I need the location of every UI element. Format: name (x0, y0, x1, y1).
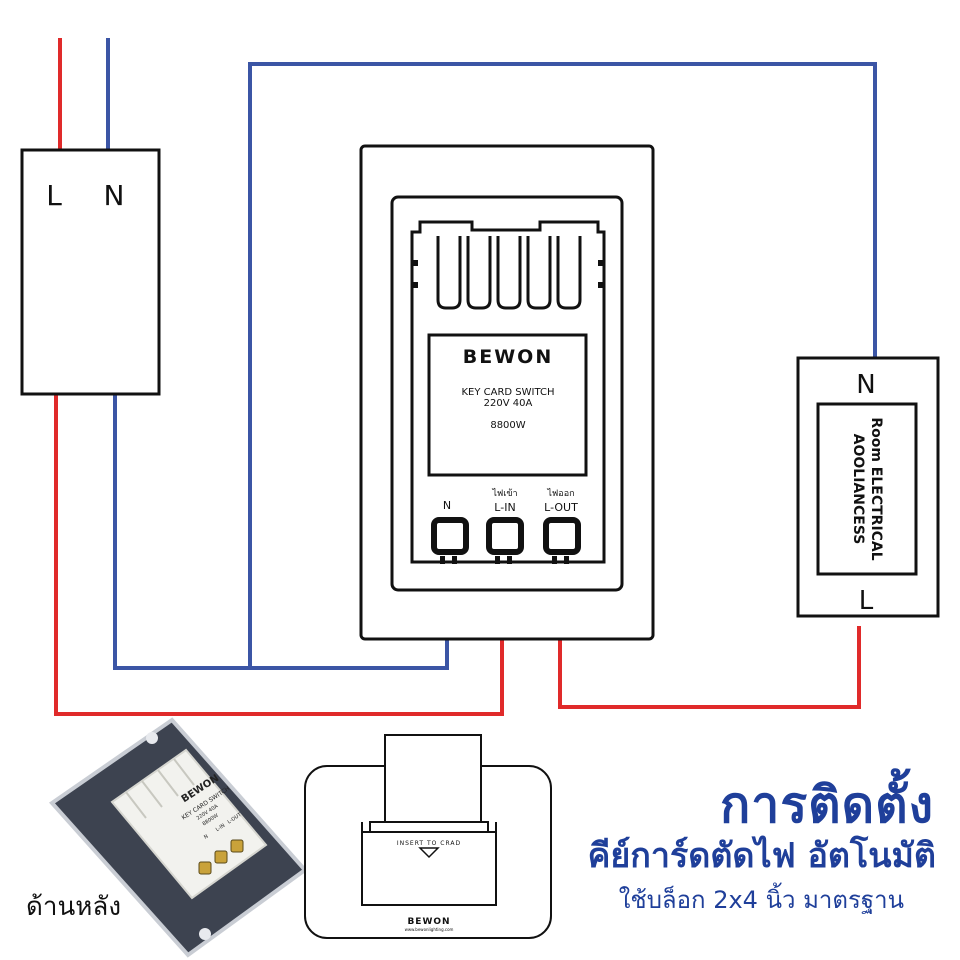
breaker-label-n: N (104, 179, 125, 212)
card-slot-url: www.bewonlighting.com (405, 927, 454, 932)
breaker-box (20, 148, 161, 396)
key-card-switch: BEWON KEY CARD SWITCH 220V 40A 8800W N ไ… (359, 144, 655, 641)
switch-power: 8800W (490, 420, 525, 431)
breaker: L N (20, 148, 161, 396)
switch-fins (436, 236, 582, 310)
terminal-lout-label: L-OUT (544, 501, 578, 514)
terminal-lin-label: L-IN (494, 501, 515, 514)
terminal-lout (543, 517, 581, 555)
back-terminals (198, 839, 244, 875)
terminal-lin-thai: ไฟเข้า (491, 488, 517, 499)
installation-subtitle: คีย์การ์ดตัดไฟ อัตโนมัติ (587, 836, 936, 876)
key-card (384, 734, 482, 828)
load-text-line1: Room ELECTRICAL (868, 417, 884, 560)
switch-side-notches (412, 260, 604, 288)
load-label-n: N (856, 370, 875, 400)
back-terminal-n: N (203, 833, 210, 840)
terminal-lin (486, 517, 524, 555)
switch-brand-logo: BEWON (463, 346, 553, 368)
terminal-n (431, 517, 469, 555)
insert-card-text: INSERT TO CRAD (397, 840, 461, 847)
load-appliances: N Room ELECTRICAL AOOLIANCESS L (796, 356, 940, 618)
terminal-tabs (440, 556, 569, 564)
terminal-n-label: N (443, 499, 451, 512)
insert-arrow-icon (418, 847, 440, 859)
breaker-label-l: L (46, 179, 62, 212)
switch-label-plate (427, 333, 588, 477)
load-text-line2: AOOLIANCESS (850, 434, 866, 545)
terminal-lout-thai: ไฟออก (546, 488, 574, 499)
neutral-wire-to-load (248, 62, 877, 668)
back-view-photo: BEWON KEY CARD SWITCH 220V 40A 8800W N L… (48, 717, 308, 958)
card-slot-brand: BEWON (407, 917, 450, 927)
installation-note: ใช้บล็อก 2x4 นิ้ว มาตรฐาน (618, 886, 904, 914)
back-view-label: ด้านหลัง (26, 892, 122, 922)
switch-product-name: KEY CARD SWITCH (461, 387, 554, 398)
terminal-screws (431, 517, 581, 555)
card-slot-illustration: INSERT TO CRAD BEWON www.bewonlighting.c… (304, 734, 552, 939)
switch-rating: 220V 40A (484, 398, 533, 409)
load-label-l: L (859, 586, 874, 616)
installation-title: การติดตั้ง (719, 776, 934, 834)
back-terminal-lin: L-IN (215, 823, 227, 833)
load-inner-box (816, 402, 918, 576)
card-holder (361, 821, 497, 906)
